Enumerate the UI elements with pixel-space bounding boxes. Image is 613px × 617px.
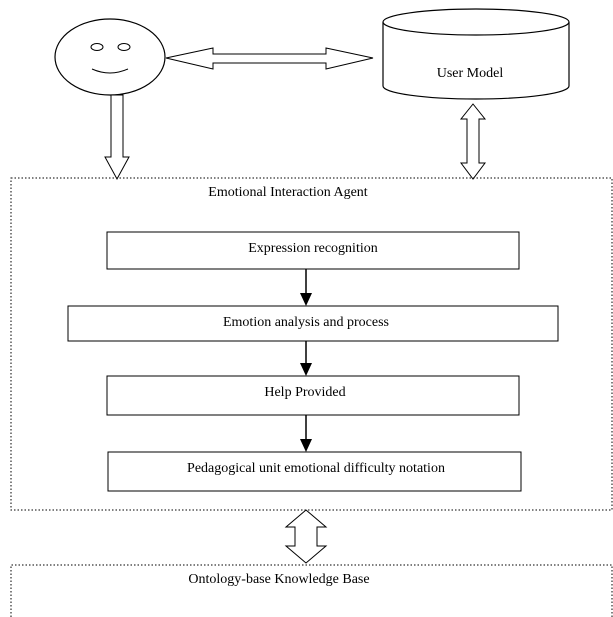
user-to-agent-arrow: [104, 94, 130, 181]
step-box-expression-recognition: [106, 231, 520, 270]
agent-container: [10, 177, 613, 511]
step-label-emotion-analysis: Emotion analysis and process: [223, 315, 389, 330]
step-box-help-provided: [106, 375, 520, 416]
agent-title: Emotional Interaction Agent: [208, 185, 368, 200]
step-box-pedagogical-notation: [107, 451, 522, 492]
user-model-database-icon: [382, 8, 570, 100]
step-label-expression-recognition: Expression recognition: [248, 241, 377, 256]
step-box-emotion-analysis: [67, 305, 559, 342]
agent-knowledgebase-double-arrow: [284, 509, 328, 564]
user-model-label: User Model: [437, 66, 504, 81]
step-arrow-2-head: [300, 363, 312, 376]
user-smiley-icon: [54, 18, 166, 96]
usermodel-agent-double-arrow: [459, 103, 487, 180]
step-arrow-3-head: [300, 439, 312, 452]
knowledge-base-title: Ontology-base Knowledge Base: [188, 572, 369, 587]
knowledge-base-container: [10, 564, 613, 617]
user-usermodel-double-arrow: [165, 47, 374, 70]
step-label-pedagogical-notation: Pedagogical unit emotional difficulty no…: [187, 461, 445, 476]
step-label-help-provided: Help Provided: [264, 385, 345, 400]
step-arrow-1-head: [300, 293, 312, 306]
